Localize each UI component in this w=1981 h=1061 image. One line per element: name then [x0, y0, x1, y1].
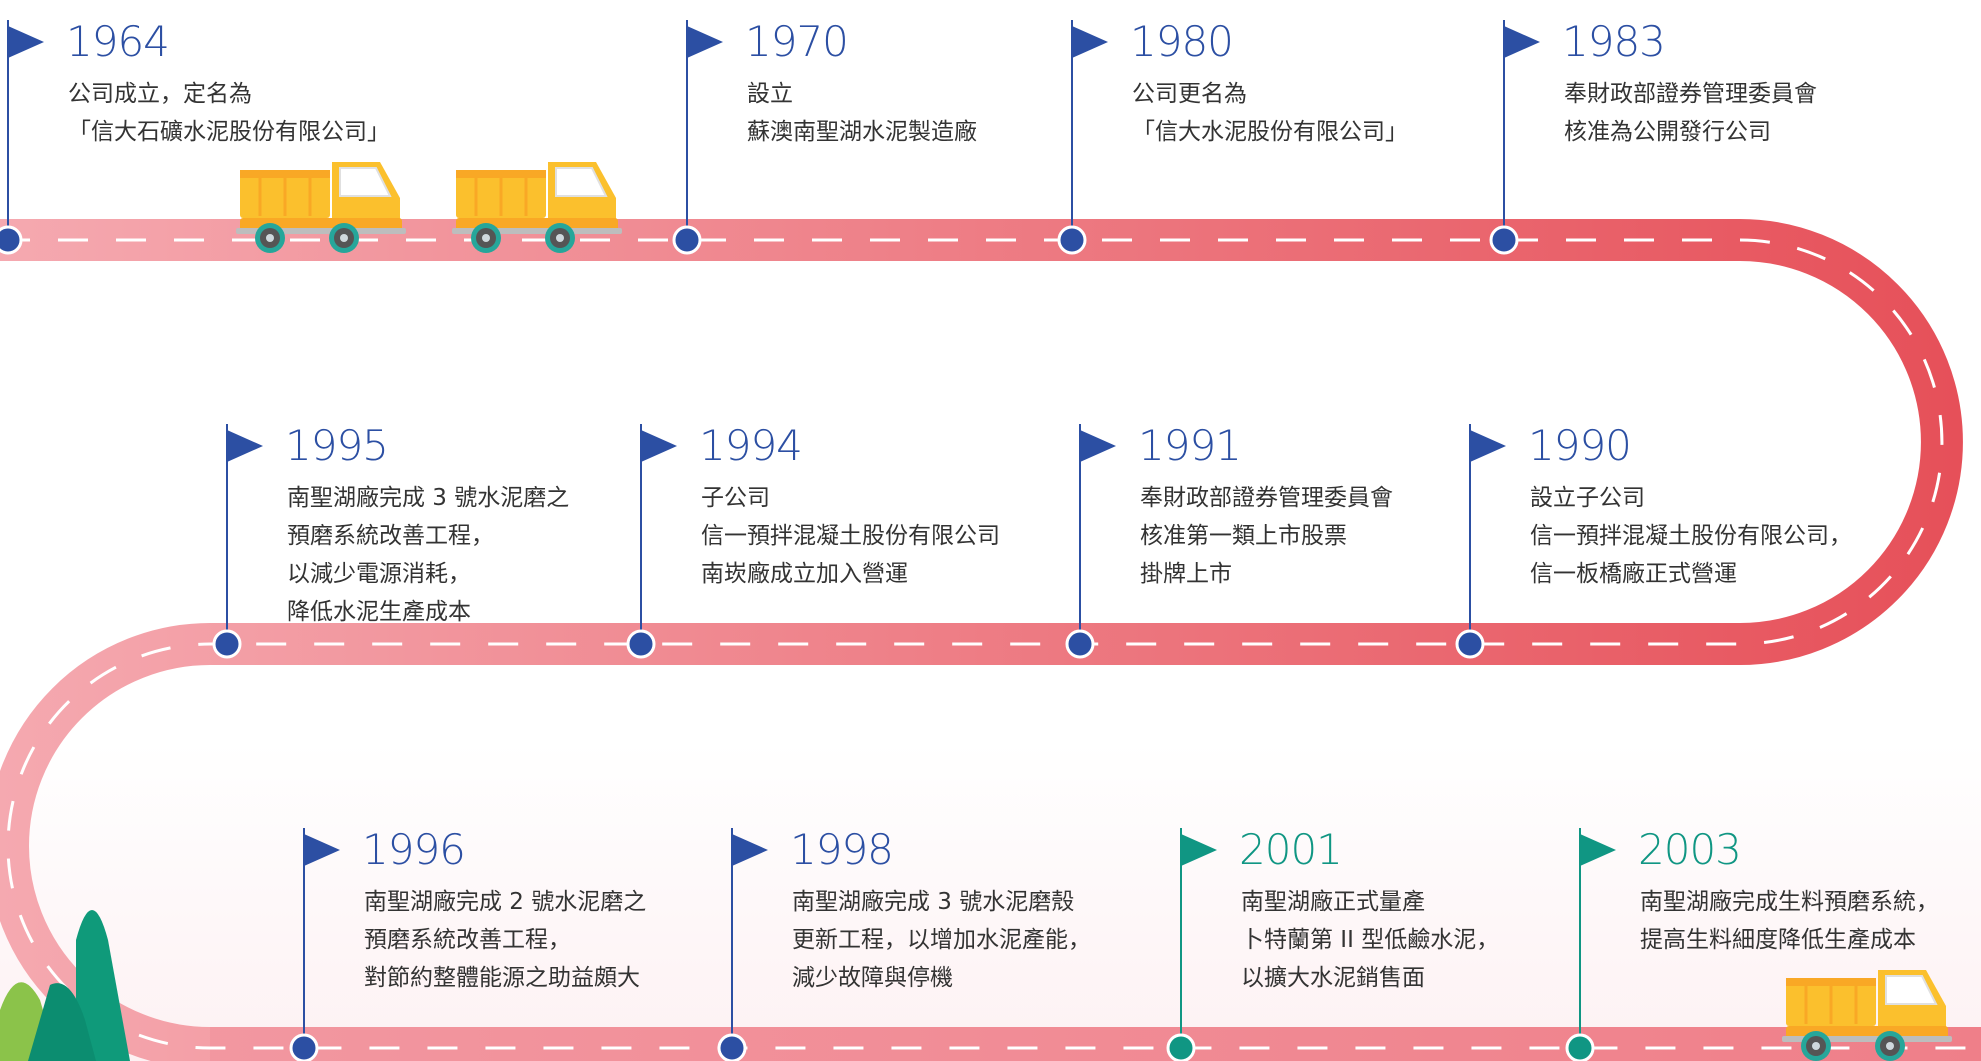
- timeline-dot: [212, 629, 242, 659]
- event-description-line: 南聖湖廠完成 3 號水泥磨殼: [792, 889, 1075, 915]
- event-description-line: 減少故障與停機: [792, 965, 953, 991]
- event-description-line: 以擴大水泥銷售面: [1241, 965, 1425, 991]
- timeline-dot: [0, 225, 23, 255]
- event-year: 1990: [1528, 421, 1632, 470]
- flag-icon: [8, 26, 44, 58]
- event-description: 公司更名為「信大水泥股份有限公司」: [1132, 75, 1408, 151]
- event-description-line: 公司更名為: [1132, 81, 1247, 107]
- timeline-marker-1996: [289, 828, 340, 1061]
- event-description: 南聖湖廠完成 3 號水泥磨之預磨系統改善工程， 以減少電源消耗， 降低水泥生產成本: [287, 479, 569, 631]
- event-description: 奉財政部證券管理委員會核准為公開發行公司: [1564, 75, 1817, 151]
- event-description-line: 預磨系統改善工程，: [364, 927, 571, 953]
- flag-icon: [1080, 430, 1116, 462]
- timeline-marker-1998: [717, 828, 768, 1061]
- flag-icon: [1580, 834, 1616, 866]
- event-description: 奉財政部證券管理委員會核准第一類上市股票掛牌上市: [1140, 479, 1393, 593]
- event-year: 1970: [745, 17, 849, 66]
- event-description-line: 「信大石礦水泥股份有限公司」: [68, 119, 390, 145]
- event-year: 1980: [1130, 17, 1234, 66]
- timeline-marker-1991: [1065, 424, 1116, 659]
- flag-icon: [1470, 430, 1506, 462]
- event-description: 公司成立，定名為「信大石礦水泥股份有限公司」: [68, 75, 390, 151]
- event-description-line: 南聖湖廠正式量產: [1241, 889, 1425, 915]
- event-year: 2001: [1239, 825, 1343, 874]
- event-description-line: 設立子公司: [1530, 485, 1645, 511]
- timeline-marker-2003: [1565, 828, 1616, 1061]
- event-description-line: 南聖湖廠完成 2 號水泥磨之: [364, 889, 647, 915]
- flag-icon: [227, 430, 263, 462]
- event-year: 1983: [1562, 17, 1666, 66]
- timeline-dot: [1565, 1033, 1595, 1061]
- flag-icon: [1504, 26, 1540, 58]
- timeline-dot: [626, 629, 656, 659]
- event-description-line: 信一預拌混凝土股份有限公司: [701, 523, 1000, 549]
- event-description: 設立蘇澳南聖湖水泥製造廠: [747, 75, 977, 151]
- event-description: 南聖湖廠完成 3 號水泥磨殼更新工程，以增加水泥產能， 減少故障與停機: [792, 883, 1091, 997]
- event-description-line: 核准第一類上市股票: [1140, 523, 1347, 549]
- event-year: 1994: [699, 421, 803, 470]
- timeline-marker-1994: [626, 424, 677, 659]
- timeline-dot: [289, 1033, 319, 1061]
- event-description: 南聖湖廠完成生料預磨系統， 提高生料細度降低生產成本: [1640, 883, 1939, 959]
- timeline-dot: [1065, 629, 1095, 659]
- event-year: 1964: [66, 17, 170, 66]
- event-description-line: 南聖湖廠完成生料預磨系統，: [1640, 889, 1939, 915]
- flag-icon: [1072, 26, 1108, 58]
- event-description-line: 提高生料細度降低生產成本: [1640, 927, 1916, 953]
- event-description-line: 預磨系統改善工程，: [287, 523, 494, 549]
- event-description-line: 信一預拌混凝土股份有限公司，: [1530, 523, 1852, 549]
- timeline-marker-2001: [1166, 828, 1217, 1061]
- timeline-marker-1990: [1455, 424, 1506, 659]
- event-description-line: 公司成立，定名為: [68, 81, 252, 107]
- timeline-dot: [1455, 629, 1485, 659]
- timeline-dot: [1057, 225, 1087, 255]
- tree-icon: [0, 910, 130, 1061]
- event-description-line: 以減少電源消耗，: [287, 561, 471, 587]
- timeline-marker-1980: [1057, 20, 1108, 255]
- flag-icon: [732, 834, 768, 866]
- timeline-marker-1970: [672, 20, 723, 255]
- timeline-marker-1995: [212, 424, 263, 659]
- event-description: 南聖湖廠完成 2 號水泥磨之預磨系統改善工程， 對節約整體能源之助益頗大: [364, 883, 646, 997]
- flag-icon: [687, 26, 723, 58]
- event-year: 1998: [790, 825, 894, 874]
- event-description: 南聖湖廠正式量產卜特蘭第 II 型低鹼水泥， 以擴大水泥銷售面: [1241, 883, 1499, 997]
- timeline-marker-1964: [0, 20, 44, 255]
- timeline-marker-1983: [1489, 20, 1540, 255]
- event-description-line: 卜特蘭第 II 型低鹼水泥，: [1241, 927, 1500, 953]
- event-year: 1995: [285, 421, 389, 470]
- event-description-line: 奉財政部證券管理委員會: [1564, 81, 1817, 107]
- event-year: 1996: [362, 825, 466, 874]
- event-description-line: 更新工程，以增加水泥產能，: [792, 927, 1091, 953]
- road-center-dashes: [0, 238, 1981, 1050]
- event-description-line: 掛牌上市: [1140, 561, 1232, 587]
- flag-icon: [304, 834, 340, 866]
- event-description-line: 南聖湖廠完成 3 號水泥磨之: [287, 485, 570, 511]
- event-year: 2003: [1638, 825, 1742, 874]
- event-description: 設立子公司信一預拌混凝土股份有限公司， 信一板橋廠正式營運: [1530, 479, 1852, 593]
- timeline-dot: [672, 225, 702, 255]
- event-year: 1991: [1138, 421, 1242, 470]
- flag-icon: [1181, 834, 1217, 866]
- timeline-dot: [1489, 225, 1519, 255]
- event-description-line: 設立: [747, 81, 793, 107]
- event-description-line: 對節約整體能源之助益頗大: [364, 965, 640, 991]
- event-description: 子公司信一預拌混凝土股份有限公司南崁廠成立加入營運: [701, 479, 1000, 593]
- event-description-line: 奉財政部證券管理委員會: [1140, 485, 1393, 511]
- timeline-dot: [1166, 1033, 1196, 1061]
- event-description-line: 蘇澳南聖湖水泥製造廠: [747, 119, 977, 145]
- event-description-line: 核准為公開發行公司: [1564, 119, 1771, 145]
- event-description-line: 「信大水泥股份有限公司」: [1132, 119, 1408, 145]
- event-description-line: 信一板橋廠正式營運: [1530, 561, 1737, 587]
- event-description-line: 降低水泥生產成本: [287, 599, 471, 625]
- timeline-dot: [717, 1033, 747, 1061]
- event-description-line: 子公司: [701, 485, 770, 511]
- flag-icon: [641, 430, 677, 462]
- event-description-line: 南崁廠成立加入營運: [701, 561, 908, 587]
